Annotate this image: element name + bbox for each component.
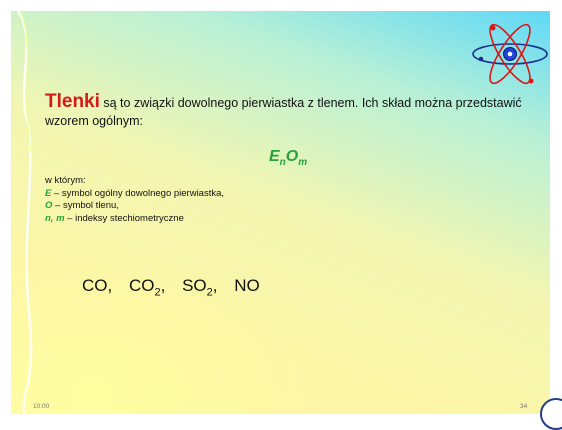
footer-time: 10:00 xyxy=(33,403,50,410)
legend-symbol: n, m xyxy=(45,212,65,224)
slide: Tlenki są to związki dowolnego pierwiast… xyxy=(11,11,550,414)
legend-symbol: E xyxy=(45,187,52,199)
legend-symbol: O xyxy=(45,200,53,211)
page-number: 34 xyxy=(520,403,528,410)
example-formula: CO, xyxy=(82,276,113,295)
formula-oxygen-index: m xyxy=(298,157,308,169)
definition-paragraph: Tlenki są to związki dowolnego pierwiast… xyxy=(45,91,525,130)
formula-legend: w którym: E – symbol ogólny dowolnego pi… xyxy=(45,175,224,225)
formula-element: E xyxy=(269,148,280,165)
oxide-examples: CO, CO2, SO2, NO xyxy=(82,276,272,298)
legend-text: – indeksy stechiometryczne xyxy=(64,212,184,224)
example-formula: CO2, xyxy=(128,276,166,299)
legend-item: E – symbol ogólny dowolnego pierwiastka, xyxy=(45,188,224,201)
example-formula: SO2, xyxy=(182,276,218,299)
corner-circle-icon xyxy=(540,398,562,430)
legend-text: – symbol ogólny dowolnego pierwiastka, xyxy=(51,187,225,199)
legend-item: O – symbol tlenu, xyxy=(45,200,224,213)
general-formula: EnOm xyxy=(269,148,307,168)
atom-icon xyxy=(472,23,548,85)
left-edge-curve xyxy=(16,11,33,414)
legend-text: – symbol tlenu, xyxy=(52,200,119,211)
definition-text: są to związki dowolnego pierwiastka z tl… xyxy=(45,96,522,128)
formula-oxygen: O xyxy=(285,148,299,165)
legend-item: n, m – indeksy stechiometryczne xyxy=(45,213,224,226)
term-tlenki: Tlenki xyxy=(45,91,100,112)
example-formula: NO xyxy=(234,276,260,295)
legend-heading: w którym: xyxy=(45,175,86,186)
formula-element-index: n xyxy=(279,157,286,169)
